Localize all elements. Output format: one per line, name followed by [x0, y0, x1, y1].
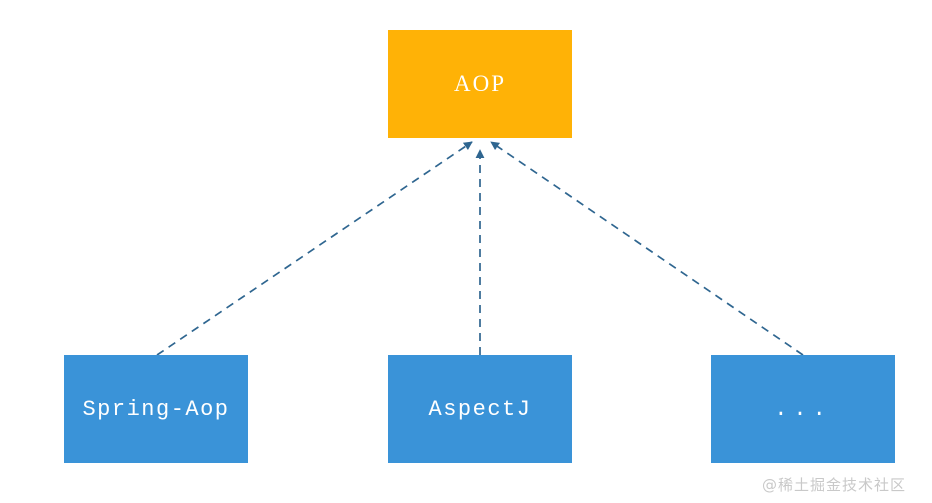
node-aop[interactable]: AOP: [388, 30, 572, 138]
edge-spring-aop-to-aop: [156, 141, 473, 356]
node-spring-aop[interactable]: Spring-Aop: [64, 355, 248, 463]
node-others[interactable]: ...: [711, 355, 895, 463]
node-aspectj[interactable]: AspectJ: [388, 355, 572, 463]
node-others-label: ...: [774, 396, 832, 422]
node-aspectj-label: AspectJ: [428, 396, 532, 422]
watermark: @稀土掘金技术社区: [761, 476, 906, 494]
edge-others-to-aop: [490, 141, 804, 356]
node-aop-label: AOP: [453, 71, 506, 96]
node-spring-aop-label: Spring-Aop: [82, 396, 230, 422]
